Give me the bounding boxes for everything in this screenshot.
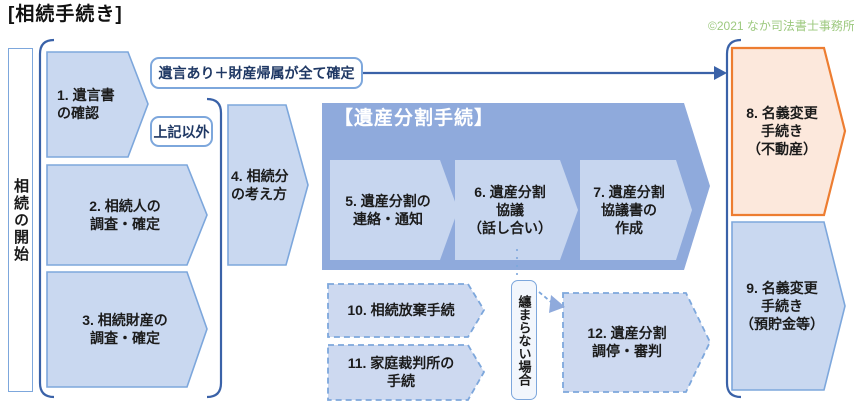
page-title: [相続手続き] — [8, 4, 123, 25]
step-1-shape — [46, 51, 149, 158]
step-12-shape — [562, 292, 712, 393]
division-procedure-container-title: 【遺産分割手続】 — [334, 108, 495, 129]
not-settled-dashed-connector — [538, 291, 552, 303]
step-7-shape — [580, 160, 692, 260]
result-group-bracket-shape — [725, 38, 742, 399]
step-11-label: 11. 家庭裁判所の手続 — [347, 355, 455, 389]
step-4-shape — [227, 104, 309, 266]
step-10-label: 10. 相続放棄手続 — [347, 302, 455, 318]
step-9-label: 9. 名義変更手続き（預貯金等） — [740, 280, 824, 332]
step-12-label: 12. 遺産分割調停・審判 — [587, 325, 667, 359]
step-4-label: 4. 相続分の考え方 — [231, 168, 289, 202]
step-7-label: 7. 遺産分割協議書の作成 — [593, 184, 665, 236]
arrow-right-icon — [714, 66, 727, 80]
step-5-label: 5. 遺産分割の連絡・通知 — [345, 193, 431, 227]
middle-right-bracket-shape — [206, 97, 223, 399]
step-2-label: 2. 相続人の調査・確定 — [89, 198, 161, 232]
left-bracket-shape — [38, 38, 55, 399]
not-settled-label: 纏まらない場合 — [511, 280, 537, 400]
step-11-shape — [327, 344, 486, 401]
step-3-label: 3. 相続財産の調査・確定 — [82, 312, 168, 346]
will-confirmed-label: 遺言あり＋財産帰属が全て確定 — [150, 57, 363, 89]
step-8-label: 8. 名義変更手続き（不動産） — [746, 105, 818, 157]
step-6-label: 6. 遺産分割協議（話し合い） — [468, 184, 552, 236]
step-1-label: 1. 遺言書の確認 — [57, 87, 115, 121]
step-3-shape — [46, 271, 208, 388]
step-6-shape — [455, 160, 578, 260]
copyright-notice: ©2021 なか司法書士事務所 — [708, 19, 854, 33]
arrow-down-right-icon — [549, 295, 565, 313]
step-10-shape — [327, 283, 486, 338]
other-cases-label: 上記以外 — [150, 116, 213, 147]
start-of-inheritance-box: 相続の開始 — [8, 48, 33, 392]
step-9-shape — [731, 221, 846, 391]
step-2-shape — [46, 164, 208, 266]
step-8-shape — [730, 46, 847, 217]
step-5-shape — [330, 160, 458, 260]
